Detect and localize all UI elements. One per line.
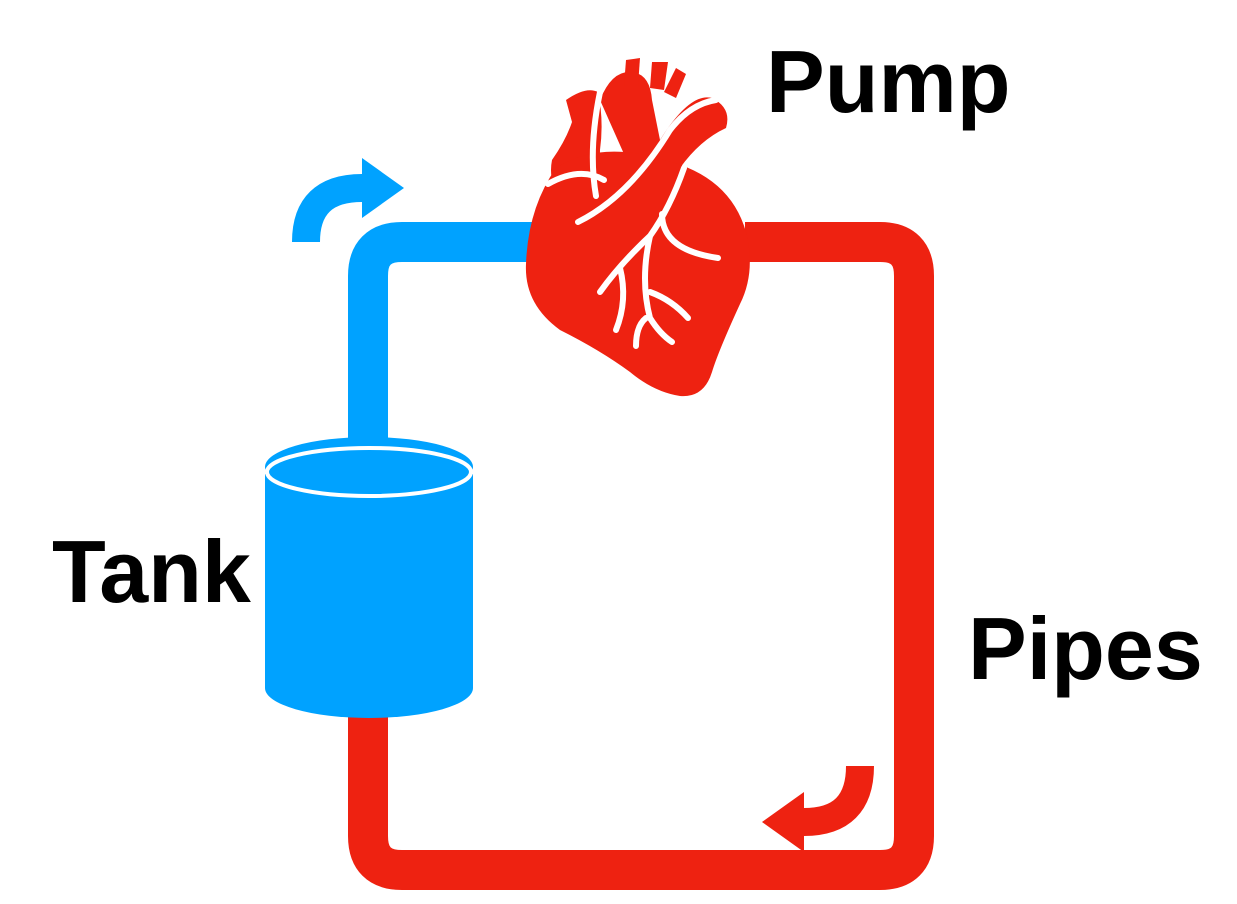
heart-veins (545, 89, 721, 349)
vein-6 (642, 233, 675, 345)
vein-8 (647, 289, 691, 321)
artery-branch-2 (650, 62, 668, 90)
vein-7 (613, 265, 627, 333)
heart-icon (525, 58, 750, 397)
pipes-label: Pipes (968, 599, 1203, 698)
artery-branch-3 (664, 68, 686, 98)
tank-top-highlight (265, 446, 473, 498)
red-arrow-arc (803, 765, 874, 836)
vein-5 (659, 211, 721, 261)
vein-9 (633, 315, 649, 349)
curved-arrow-icon-blue (292, 158, 404, 243)
oxygenated-pipe (348, 222, 934, 890)
blue-arrow-head (362, 158, 404, 218)
artery-branch-1 (624, 58, 640, 86)
vein-2 (545, 171, 607, 187)
cylinder-tank-icon (265, 437, 473, 718)
curved-arrow-icon-red (762, 765, 874, 852)
tank-body (265, 474, 473, 718)
deoxygenated-pipe (348, 222, 540, 447)
vein-3 (575, 97, 719, 225)
pump-label: Pump (766, 32, 1011, 131)
blue-arrow-arc (292, 174, 363, 243)
vein-1 (589, 89, 603, 199)
heart-body (525, 151, 750, 397)
tank-label: Tank (52, 522, 251, 621)
red-arrow-head (762, 792, 804, 852)
